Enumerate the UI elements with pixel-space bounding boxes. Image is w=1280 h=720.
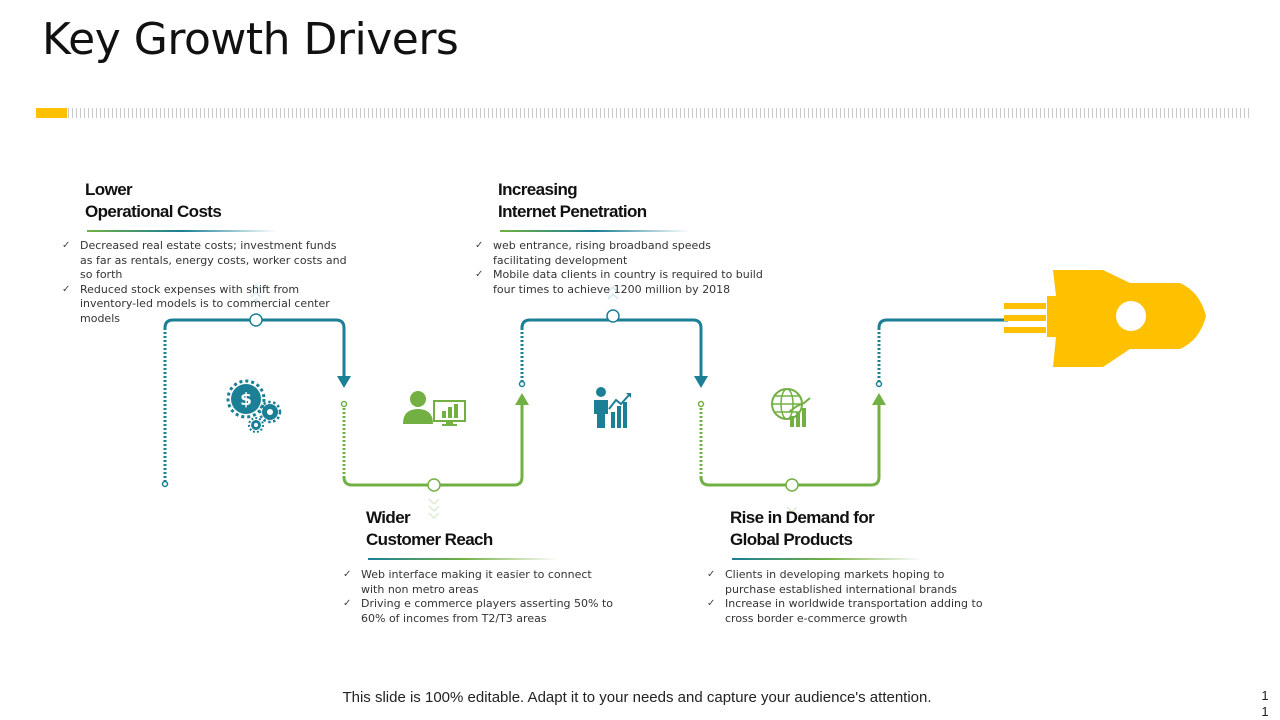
list-item: Increase in worldwide transportation add…: [707, 597, 997, 626]
card-underline: [500, 230, 690, 232]
card-bullets-customer-reach: Web interface making it easier to connec…: [343, 568, 613, 626]
gears-dollar-icon: $: [226, 379, 282, 433]
card-heading-line1: Increasing: [498, 180, 578, 199]
dotted-overlays: [163, 330, 881, 480]
chevron-decor-green: [428, 498, 798, 520]
card-heading-line2: Operational Costs: [85, 202, 222, 221]
list-item: Decreased real estate costs; investment …: [62, 239, 352, 283]
list-item: web entrance, rising broadband speeds fa…: [475, 239, 765, 268]
page-title: Key Growth Drivers: [42, 14, 459, 65]
arrowhead-down-1: [337, 376, 351, 388]
list-item: Web interface making it easier to connec…: [343, 568, 613, 597]
card-bullets-operational-costs: Decreased real estate costs; investment …: [62, 239, 352, 326]
card-heading-internet-penetration: Increasing Internet Penetration: [498, 179, 647, 223]
connector-5: [877, 318, 1008, 383]
card-heading-global-products: Rise in Demand for Global Products: [730, 507, 875, 551]
person-monitor-chart-icon: [403, 391, 466, 426]
list-item: Driving e commerce players asserting 50%…: [343, 597, 613, 626]
card-heading-customer-reach: Wider Customer Reach: [366, 507, 493, 551]
arrowhead-up-2: [515, 393, 529, 405]
title-divider: [36, 108, 1252, 118]
page-number-digit: 1: [1261, 704, 1269, 719]
person-growth-chart-icon: [594, 387, 631, 428]
footer-note: This slide is 100% editable. Adapt it to…: [342, 689, 932, 706]
arrowhead-down-3: [694, 376, 708, 388]
card-heading-line2: Internet Penetration: [498, 202, 647, 221]
card-heading-line1: Rise in Demand for: [730, 508, 875, 527]
rocket-icon: [1004, 270, 1206, 367]
title-accent-bar: [36, 108, 67, 118]
card-heading-line1: Wider: [366, 508, 411, 527]
end-dots: [161, 380, 883, 488]
card-heading-line2: Global Products: [730, 530, 853, 549]
card-bullets-global-products: Clients in developing markets hoping to …: [707, 568, 997, 626]
page-number-digit: 1: [1261, 688, 1269, 703]
connector-4: [699, 402, 881, 487]
card-heading-operational-costs: Lower Operational Costs: [85, 179, 222, 223]
card-underline: [87, 230, 277, 232]
card-underline: [368, 558, 558, 560]
arrowhead-up-4: [872, 393, 886, 405]
svg-text:$: $: [240, 390, 252, 410]
card-heading-line2: Customer Reach: [366, 530, 493, 549]
globe-chart-icon: [771, 388, 811, 427]
card-heading-line1: Lower: [85, 180, 133, 199]
card-underline: [732, 558, 922, 560]
list-item: Mobile data clients in country is requir…: [475, 268, 765, 297]
card-bullets-internet-penetration: web entrance, rising broadband speeds fa…: [475, 239, 765, 297]
list-item: Reduced stock expenses with shift from i…: [62, 283, 352, 327]
connector-3: [520, 318, 703, 383]
list-item: Clients in developing markets hoping to …: [707, 568, 997, 597]
